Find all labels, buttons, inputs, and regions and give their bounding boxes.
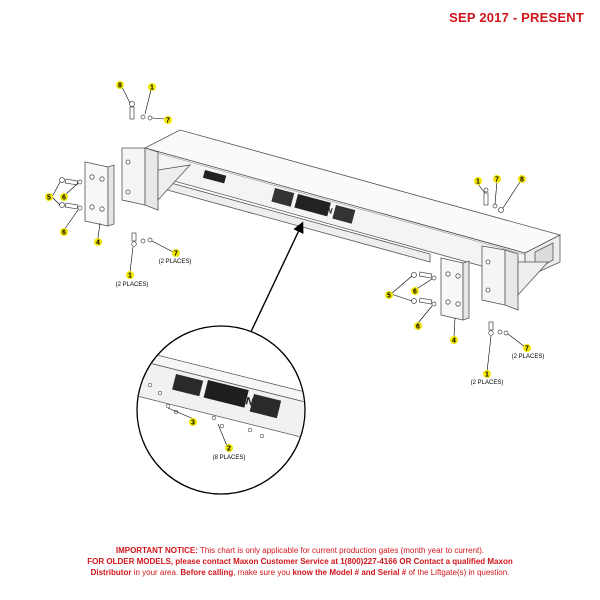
notice-line-1: IMPORTANT NOTICE: This chart is only app… <box>115 546 485 555</box>
callout-1-left-top: 1 <box>150 85 154 92</box>
note-2-places-right-1: (2 PLACES) <box>471 380 504 386</box>
callout-8-left: 8 <box>118 83 122 90</box>
callout-7-left-top: 7 <box>166 118 170 125</box>
right-plate <box>440 257 470 321</box>
right-mount-bracket <box>481 245 549 311</box>
callout-7-left-bottom: 7 <box>174 251 178 258</box>
important-notice: IMPORTANT NOTICE: This chart is only app… <box>0 545 600 578</box>
callout-5-left: 5 <box>47 195 51 202</box>
callout-1-left-bottom: 1 <box>128 273 132 280</box>
callout-6-right-top: 6 <box>413 289 417 296</box>
leader-lines <box>51 86 526 373</box>
detail-arrow <box>247 221 304 339</box>
callout-6-right-bottom: 6 <box>416 324 420 331</box>
callout-4-left: 4 <box>96 240 100 247</box>
callout-7-right-bottom: 7 <box>525 346 529 353</box>
date-range-title: SEP 2017 - PRESENT <box>449 10 584 25</box>
detail-view: MAXON 3 2 (8 PLACES) <box>136 325 306 495</box>
callout-7-right-top: 7 <box>495 177 499 184</box>
callout-1-right-top: 1 <box>476 179 480 186</box>
callout-8-right: 8 <box>520 177 524 184</box>
callout-4-right: 4 <box>452 338 456 345</box>
note-8-places: (8 PLACES) <box>213 455 246 461</box>
notice-line-2: FOR OLDER MODELS, please contact Maxon C… <box>87 557 513 566</box>
parts-diagram: MAXON <box>45 81 562 495</box>
note-2-places-right-7: (2 PLACES) <box>512 354 545 360</box>
callout-5-right: 5 <box>387 293 391 300</box>
left-mount-bracket <box>121 147 192 211</box>
note-2-places-left-1: (2 PLACES) <box>116 282 149 288</box>
callout-1-right-bottom: 1 <box>485 372 489 379</box>
notice-line-3: Distributor in your area. Before calling… <box>90 568 510 577</box>
quantity-notes: (2 PLACES) (2 PLACES) (2 PLACES) (2 PLAC… <box>116 259 545 386</box>
beam-labels: MAXON <box>202 170 356 224</box>
callout-6-left-bottom: 6 <box>62 230 66 237</box>
callout-2-detail: 2 <box>227 446 231 453</box>
callout-6-left-top: 6 <box>62 195 66 202</box>
callout-bubbles <box>45 81 531 378</box>
callout-3-detail: 3 <box>191 420 195 427</box>
callout-numbers: 8 1 7 5 6 6 4 1 7 1 7 8 5 6 6 4 1 7 <box>47 83 529 379</box>
left-plate <box>84 161 115 227</box>
note-2-places-left-7: (2 PLACES) <box>159 259 192 265</box>
